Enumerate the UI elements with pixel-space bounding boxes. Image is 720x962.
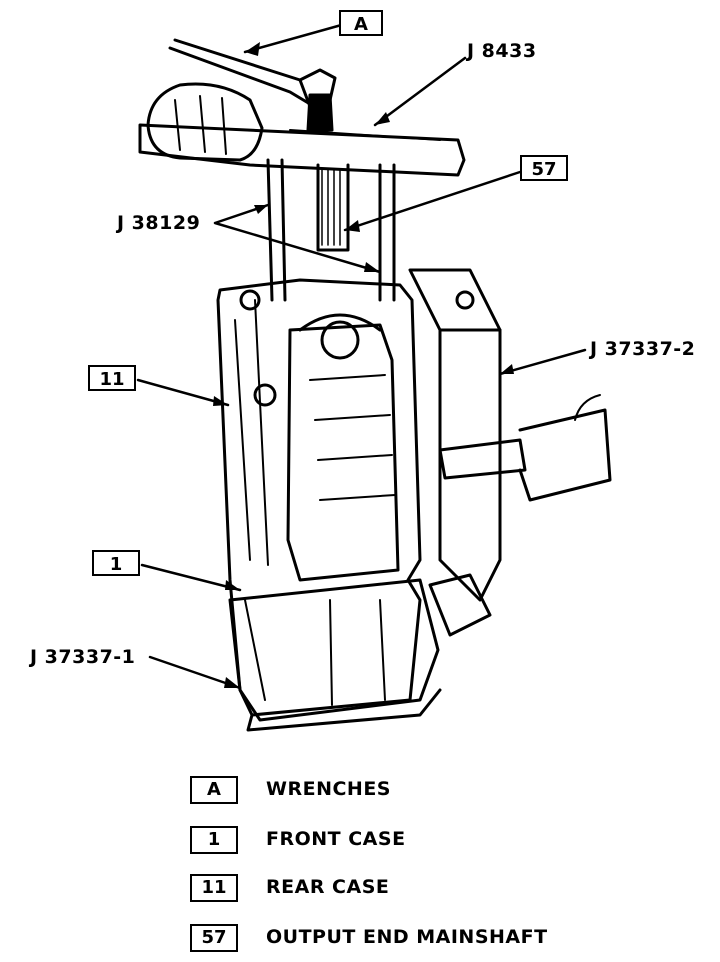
tool-label-j8433: J 8433 — [467, 40, 537, 62]
legend-text: FRONT CASE — [266, 828, 406, 850]
transfer-case-drawing — [216, 278, 422, 717]
callout-57: 57 — [520, 155, 568, 181]
holding-fixture-drawing — [228, 578, 442, 732]
leader-lines — [136, 22, 587, 690]
rods-drawing — [266, 158, 396, 302]
legend-text: REAR CASE — [266, 876, 390, 898]
legend-key: 1 — [190, 826, 238, 854]
hand-drawing — [146, 82, 264, 162]
legend-text: OUTPUT END MAINSHAFT — [266, 926, 548, 948]
legend-key: 57 — [190, 924, 238, 952]
callout-a: A — [339, 10, 383, 36]
tool-label-j37337-2: J 37337-2 — [590, 338, 696, 360]
legend-key: A — [190, 776, 238, 804]
tool-label-j38129: J 38129 — [117, 212, 201, 234]
callout-11: 11 — [88, 365, 136, 391]
callout-1: 1 — [92, 550, 140, 576]
legend-key: 11 — [190, 874, 238, 902]
puller-bar-drawing — [138, 93, 466, 177]
tool-label-j37337-1: J 37337-1 — [30, 646, 136, 668]
legend-text: WRENCHES — [266, 778, 391, 800]
bracket-drawing — [408, 268, 612, 637]
